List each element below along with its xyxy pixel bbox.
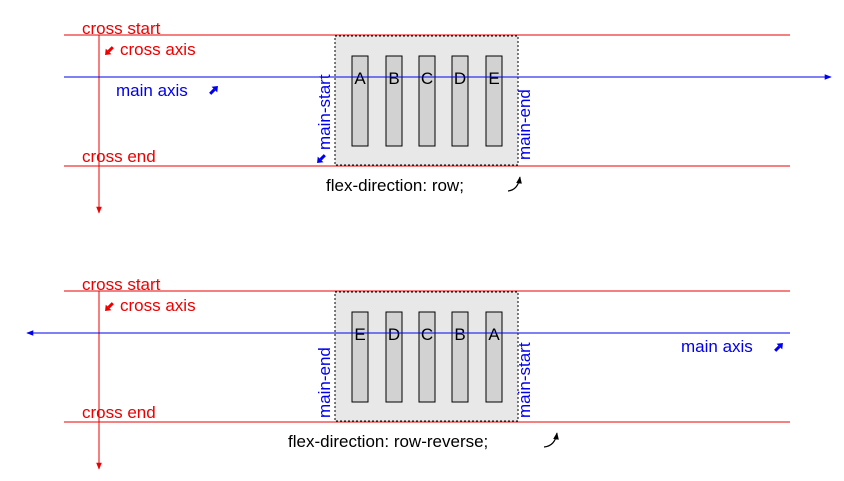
flex-item-label: C xyxy=(421,325,433,344)
flex-item xyxy=(485,55,503,147)
flex-item xyxy=(385,55,403,147)
flex-item-label: B xyxy=(454,325,465,344)
flex-item-label: A xyxy=(354,69,366,88)
flex-item xyxy=(451,311,469,403)
diagram-row: A B C D E cross start cross axis cross e… xyxy=(64,19,832,214)
arrow-icon xyxy=(209,86,218,95)
cross-end-label: cross end xyxy=(82,403,156,422)
arrow-icon xyxy=(105,302,114,311)
curved-arrow-icon xyxy=(507,176,522,192)
flex-item-label: B xyxy=(388,69,399,88)
arrow-icon xyxy=(774,343,783,352)
caption: flex-direction: row-reverse; xyxy=(288,432,488,451)
flex-item xyxy=(485,311,503,403)
main-start-label: main-start xyxy=(315,74,334,150)
main-end-label: main-end xyxy=(315,347,334,418)
flex-item xyxy=(385,311,403,403)
flex-item xyxy=(351,311,369,403)
flex-item-label: A xyxy=(488,325,500,344)
caption: flex-direction: row; xyxy=(326,176,464,195)
main-axis-label: main axis xyxy=(116,81,188,100)
flex-item xyxy=(451,55,469,147)
cross-start-label: cross start xyxy=(82,275,161,294)
flex-items: E D C B A xyxy=(351,311,503,403)
flex-items: A B C D E xyxy=(351,55,503,147)
cross-end-label: cross end xyxy=(82,147,156,166)
flex-item-label: E xyxy=(354,325,365,344)
flex-item xyxy=(418,55,436,147)
cross-axis-label: cross axis xyxy=(120,296,196,315)
cross-start-label: cross start xyxy=(82,19,161,38)
flex-item-label: E xyxy=(488,69,499,88)
main-start-label: main-start xyxy=(515,342,534,418)
arrow-icon xyxy=(317,154,326,163)
flex-item-label: D xyxy=(388,325,400,344)
cross-axis-label: cross axis xyxy=(120,40,196,59)
flex-item-label: C xyxy=(421,69,433,88)
flex-item xyxy=(418,311,436,403)
arrow-icon xyxy=(105,46,114,55)
curved-arrow-icon xyxy=(543,432,559,448)
main-axis-label: main axis xyxy=(681,337,753,356)
flex-item-label: D xyxy=(454,69,466,88)
flex-item xyxy=(351,55,369,147)
main-end-label: main-end xyxy=(515,89,534,160)
diagram-row-reverse: E D C B A cross start cross axis cross e… xyxy=(26,275,790,470)
